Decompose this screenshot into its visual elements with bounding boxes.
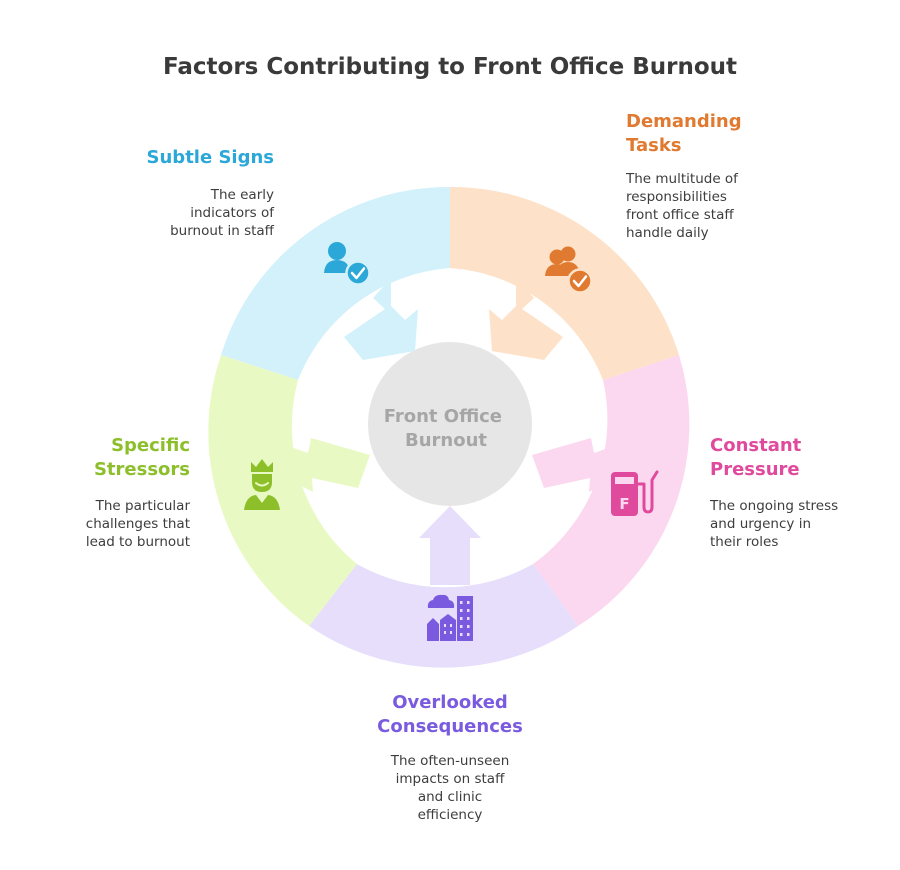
- arrow-constant-pressure: [532, 438, 614, 492]
- heading-specific-stressors: Specific Stressors: [93, 435, 190, 480]
- heading-constant-pressure: Constant Pressure: [710, 435, 802, 480]
- description-overlooked-consequences: The often-unseen impacts on staff and cl…: [390, 753, 510, 823]
- segment-subtle-signs: [221, 186, 450, 380]
- heading-subtle-signs: Subtle Signs: [146, 147, 274, 168]
- arrow-demanding-tasks: [489, 278, 563, 360]
- svg-text:F: F: [619, 495, 629, 513]
- center-label: Front Office Burnout: [384, 406, 509, 451]
- person-check-icon: [324, 242, 371, 286]
- description-subtle-signs: The early indicators of burnout in staff: [170, 187, 274, 239]
- arrow-specific-stressors: [288, 438, 370, 492]
- segment-demanding-tasks: [450, 186, 679, 380]
- center-circle: [368, 342, 532, 506]
- arrow-subtle-signs: [344, 278, 418, 360]
- description-demanding-tasks: The multitude of responsibilities front …: [626, 171, 738, 241]
- crowned-person-icon: [244, 459, 280, 510]
- description-constant-pressure: The ongoing stress and urgency in their …: [710, 498, 839, 550]
- arrow-overlooked-consequences: [419, 506, 481, 585]
- heading-overlooked-consequences: Overlooked Consequences: [377, 692, 523, 737]
- heading-demanding-tasks: Demanding Tasks: [626, 111, 742, 156]
- city-buildings-icon: [427, 594, 473, 641]
- description-specific-stressors: The particular challenges that lead to b…: [85, 498, 190, 550]
- group-check-icon: [545, 246, 593, 294]
- diagram-title: Factors Contributing to Front Office Bur…: [163, 54, 737, 80]
- segment-overlooked-consequences: [309, 564, 578, 668]
- segment-specific-stressors: [208, 355, 357, 626]
- fuel-pump-icon: F: [611, 470, 659, 516]
